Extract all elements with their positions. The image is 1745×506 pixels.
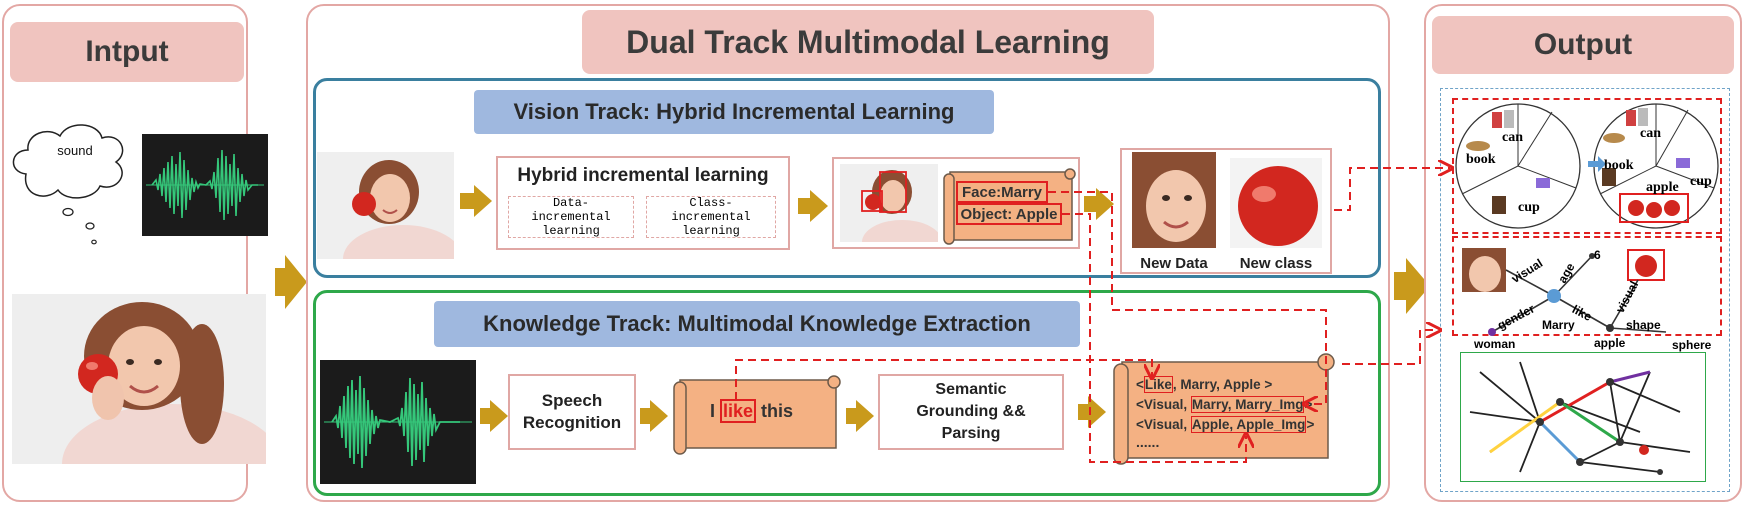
semantic-grounding-box: Semantic Grounding && Parsing (878, 374, 1064, 450)
arrow-vision-2 (810, 190, 828, 222)
triple-2-key: Marry, Marry_Img (1190, 396, 1305, 413)
new-data-label: New Data (1140, 254, 1208, 272)
output-inner-box (1440, 88, 1730, 492)
arrow-input-to-main-body (275, 268, 285, 296)
output-title: Output (1432, 16, 1734, 74)
graph-sphere: sphere (1672, 338, 1712, 352)
sentence-highlight: like (720, 399, 757, 423)
triple-1-key: Like (1143, 376, 1173, 393)
arrow-vision-3-body (1084, 196, 1096, 212)
wheel-right-book: book (1604, 158, 1634, 173)
graph-woman: woman (1474, 337, 1516, 351)
hybrid-learning-box (496, 156, 790, 250)
knowledge-graph (1462, 248, 1667, 336)
triple-2: <Visual, Marry, Marry_Img> (1136, 396, 1313, 413)
audio-waveform-input (142, 134, 268, 236)
wheel-left-can: can (1502, 130, 1523, 145)
sentence-text: I like this (710, 399, 794, 427)
data-incremental-box: Data-incremental learning (508, 196, 634, 238)
arrow-vision-1 (474, 185, 492, 217)
arrow-knowledge-3-body (846, 408, 856, 424)
triple-2-rest: > (1304, 397, 1313, 412)
arrow-knowledge-4 (1088, 396, 1106, 428)
triples-ellipsis: ...... (1136, 434, 1160, 450)
triple-1-open: < (1136, 377, 1144, 392)
new-data-face (1132, 152, 1216, 248)
arrow-knowledge-3 (856, 400, 874, 432)
girl-photo-vision (317, 152, 454, 259)
arrow-input-to-main (285, 255, 307, 309)
girl-photo-input (12, 294, 266, 464)
wheel-left-book: book (1466, 152, 1496, 167)
arrow-vision-3 (1096, 188, 1114, 220)
knowledge-track-title: Knowledge Track: Multimodal Knowledge Ex… (434, 301, 1080, 347)
new-class-apple (1230, 158, 1322, 248)
wheel-left-cup: cup (1518, 200, 1540, 215)
knowledge-track-box (313, 290, 1381, 496)
wheel-right-can: can (1640, 126, 1661, 141)
arrow-vision-2-body (798, 198, 810, 214)
class-incremental-box: Class-incremental learning (646, 196, 776, 238)
wheel-right-apple: apple (1646, 180, 1679, 195)
speech-recognition-box: Speech Recognition (508, 374, 636, 450)
arrow-main-to-output-body (1394, 272, 1406, 300)
audio-waveform-knowledge (320, 360, 476, 484)
graph-marry: Marry (1542, 318, 1575, 332)
triple-3-key: Apple, Apple_Img (1190, 416, 1307, 433)
hybrid-learning-title: Hybrid incremental learning (517, 165, 769, 186)
vision-track-title: Vision Track: Hybrid Incremental Learnin… (474, 90, 994, 134)
triple-1: <Like, Marry, Apple > (1136, 376, 1273, 393)
graph-apple: apple (1594, 336, 1626, 350)
main-title: Dual Track Multimodal Learning (582, 10, 1154, 74)
class-wheels (1455, 103, 1719, 229)
arrow-knowledge-2 (650, 400, 668, 432)
sentence-after: this (756, 401, 794, 421)
arrow-vision-1-body (460, 193, 474, 209)
graph-shape: shape (1626, 318, 1661, 332)
graph-box (1452, 236, 1722, 336)
cloud-text: sound (57, 142, 93, 158)
input-title: Intput (10, 22, 244, 82)
wheel-right-cup: cup (1690, 174, 1712, 189)
new-class-label: New class (1239, 254, 1313, 272)
arrow-knowledge-2-body (640, 408, 650, 424)
triple-3-rest: > (1306, 417, 1315, 432)
large-graph-box (1460, 352, 1706, 482)
sentence-before: I (710, 401, 721, 421)
girl-photo-detection (840, 164, 938, 242)
graph-six: 6 (1594, 248, 1601, 262)
arrow-knowledge-4-body (1078, 404, 1088, 420)
face-label: Face:Marry (956, 181, 1048, 203)
large-knowledge-network (1469, 361, 1691, 475)
object-label: Object: Apple (956, 203, 1062, 225)
triple-3-open: <Visual, (1136, 417, 1191, 432)
triple-3: <Visual, Apple, Apple_Img> (1136, 416, 1315, 433)
triple-1-rest: , Marry, Apple > (1172, 377, 1273, 392)
arrow-knowledge-1-body (480, 408, 490, 424)
thought-cloud (12, 124, 124, 245)
arrow-knowledge-1 (490, 400, 508, 432)
triple-2-open: <Visual, (1136, 397, 1191, 412)
